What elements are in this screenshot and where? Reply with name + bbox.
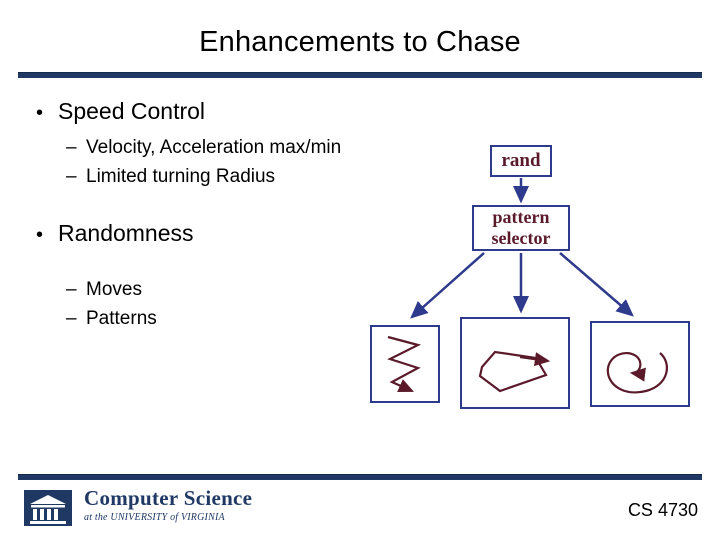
rotunda-icon xyxy=(24,490,72,526)
node-pattern-label-line1: pattern xyxy=(492,207,550,227)
bullet-marker: • xyxy=(36,102,44,124)
uva-cs-logo: Computer Science at the UNIVERSITY of VI… xyxy=(22,486,272,528)
sub-bullet-label: Velocity, Acceleration max/min xyxy=(86,137,342,158)
diagram-node-pattern-selector: pattern selector xyxy=(472,205,570,251)
sub-bullet-patterns: –Patterns xyxy=(30,305,480,332)
page-title: Enhancements to Chase xyxy=(199,26,521,58)
diagram-output-polygon xyxy=(460,317,570,409)
node-rand-label: rand xyxy=(501,150,541,171)
logo-sub-text: at the UNIVERSITY of VIRGINIA xyxy=(84,512,225,523)
diagram-node-rand: rand xyxy=(490,145,552,177)
polygon-path-icon xyxy=(478,350,548,393)
footer-divider xyxy=(18,474,702,480)
zigzag-path-icon xyxy=(387,335,422,393)
sub-bullet-label: Patterns xyxy=(86,308,157,329)
logo-wordmark: Computer Science at the UNIVERSITY of VI… xyxy=(84,486,252,523)
sub-bullet-label: Limited turning Radius xyxy=(86,166,276,187)
sub-bullet-marker: – xyxy=(66,137,77,158)
sub-bullet-marker: – xyxy=(66,166,77,187)
bullet-list: •Speed Control –Velocity, Acceleration m… xyxy=(30,96,480,346)
sub-bullet-marker: – xyxy=(66,279,77,300)
bullet-label: Randomness xyxy=(58,220,194,246)
sub-bullet-marker: – xyxy=(66,308,77,329)
bullet-label: Speed Control xyxy=(58,98,206,124)
arrow-selector-to-loop xyxy=(559,252,634,317)
arrow-selector-to-zigzag xyxy=(410,252,485,319)
bullet-marker: • xyxy=(36,224,44,246)
loop-path-icon xyxy=(606,351,668,394)
logo-main-text: Computer Science xyxy=(84,486,253,510)
diagram-overlay xyxy=(387,178,668,394)
title-divider xyxy=(18,72,702,78)
sub-bullet-label: Moves xyxy=(86,279,142,300)
sub-bullet-turning-radius: –Limited turning Radius xyxy=(30,163,480,190)
bullet-randomness: • Randomness xyxy=(30,218,480,250)
sub-bullets-speed-control: –Velocity, Acceleration max/min –Limited… xyxy=(30,134,480,190)
randomness-diagram: rand pattern selector xyxy=(360,135,700,420)
node-pattern-label-line2: selector xyxy=(491,228,551,248)
sub-bullet-moves: –Moves xyxy=(30,276,480,303)
bullet-speed-control: • Speed Control xyxy=(30,96,480,128)
polygon-arrow-icon xyxy=(519,352,551,367)
sub-bullets-randomness: –Moves –Patterns xyxy=(30,276,480,332)
sub-bullet-velocity: –Velocity, Acceleration max/min xyxy=(30,134,480,161)
course-id: CS 4730 xyxy=(627,500,698,520)
